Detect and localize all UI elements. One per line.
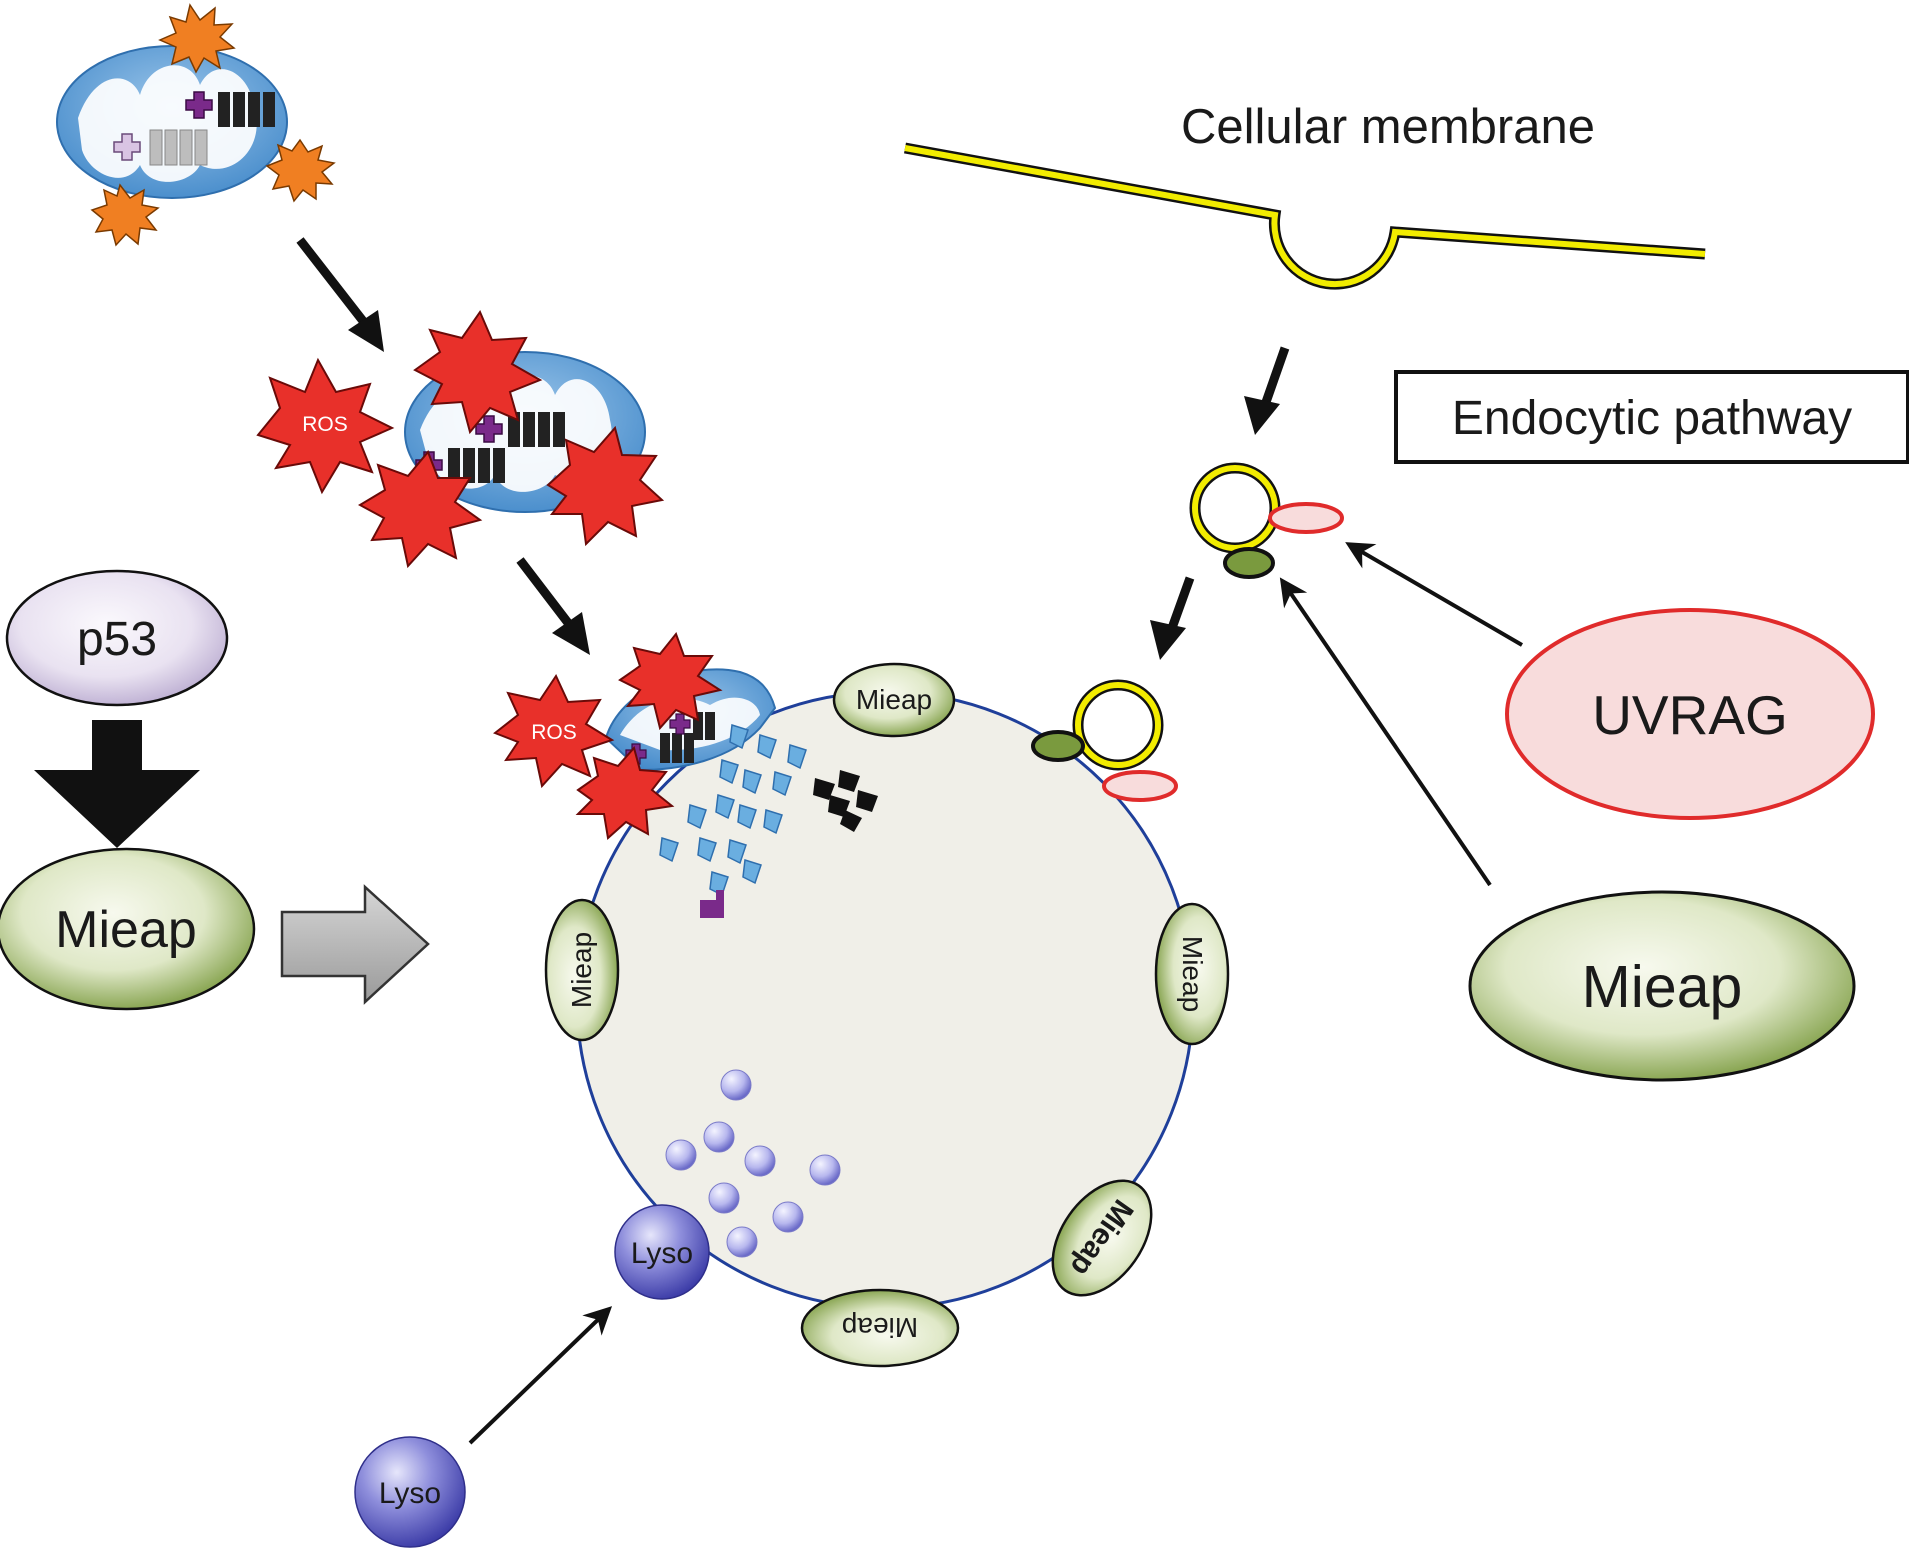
arrow-icon [1244, 346, 1290, 435]
ros-burst-icon [90, 3, 336, 247]
mieap-rim-bottom: Mieap [800, 1288, 960, 1368]
cellular-membrane [904, 142, 1706, 290]
arrow-icon [280, 884, 430, 1005]
mieap-node-left: Mieap [0, 847, 256, 1011]
membrane-label: Cellular membrane [1181, 100, 1595, 154]
ros-label: ROS [531, 721, 577, 744]
lysosomal-vesicles [665, 1069, 841, 1258]
mieap-rim-left: Mieap [544, 898, 620, 1042]
endocytic-label: Endocytic pathway [1452, 392, 1852, 445]
mieap-label: Mieap [566, 932, 597, 1008]
mieap-label-right: Mieap [1582, 954, 1743, 1020]
mieap-rim-top: Mieap [832, 662, 956, 738]
lyso-label: Lyso [379, 1477, 441, 1510]
lysosome-icon: Lyso [614, 1204, 710, 1300]
ros-label: ROS [302, 413, 348, 436]
respiratory-complex-icon [660, 712, 715, 763]
respiratory-complex-icon [448, 412, 565, 483]
mieap-label: Mieap [842, 1312, 918, 1343]
endocytic-pathway-box: Endocytic pathway [1394, 370, 1909, 464]
mieap-label-left: Mieap [55, 901, 197, 959]
mieap-node-right: Mieap [1468, 890, 1856, 1082]
lyso-label: Lyso [631, 1237, 693, 1270]
uvrag-label: UVRAG [1592, 684, 1788, 746]
purple-cross-icon [113, 91, 213, 161]
mieap-rim-lower-right: Mieap [1051, 1179, 1153, 1297]
p53-label: p53 [77, 613, 157, 666]
mitochondrion-healthy [56, 3, 336, 247]
arrow-icon [468, 1306, 613, 1445]
mitochondrial-debris [659, 724, 878, 918]
uvrag-node: UVRAG [1505, 608, 1875, 820]
arrow-icon [296, 237, 384, 352]
mitochondrion-damaged: ROS [256, 309, 665, 569]
mieap-label: Mieap [856, 684, 932, 715]
lysosome-icon: Lyso [354, 1436, 466, 1548]
ros-burst-icon [256, 309, 665, 569]
mitochondrion-engulfed: ROS [493, 631, 777, 840]
arrow-icon [516, 557, 590, 655]
arrow-icon [1150, 576, 1195, 660]
arrow-icon [1279, 542, 1524, 887]
arrow-icon [34, 720, 200, 848]
mieap-label: Mieap [1177, 936, 1208, 1012]
mieap-rim-right: Mieap [1154, 902, 1230, 1046]
vesicle-icon [1031, 679, 1178, 802]
ros-burst-icon [493, 631, 723, 840]
p53-node: p53 [5, 569, 229, 707]
respiratory-complex-icon [149, 92, 275, 166]
vesicle-icon [1189, 462, 1344, 579]
